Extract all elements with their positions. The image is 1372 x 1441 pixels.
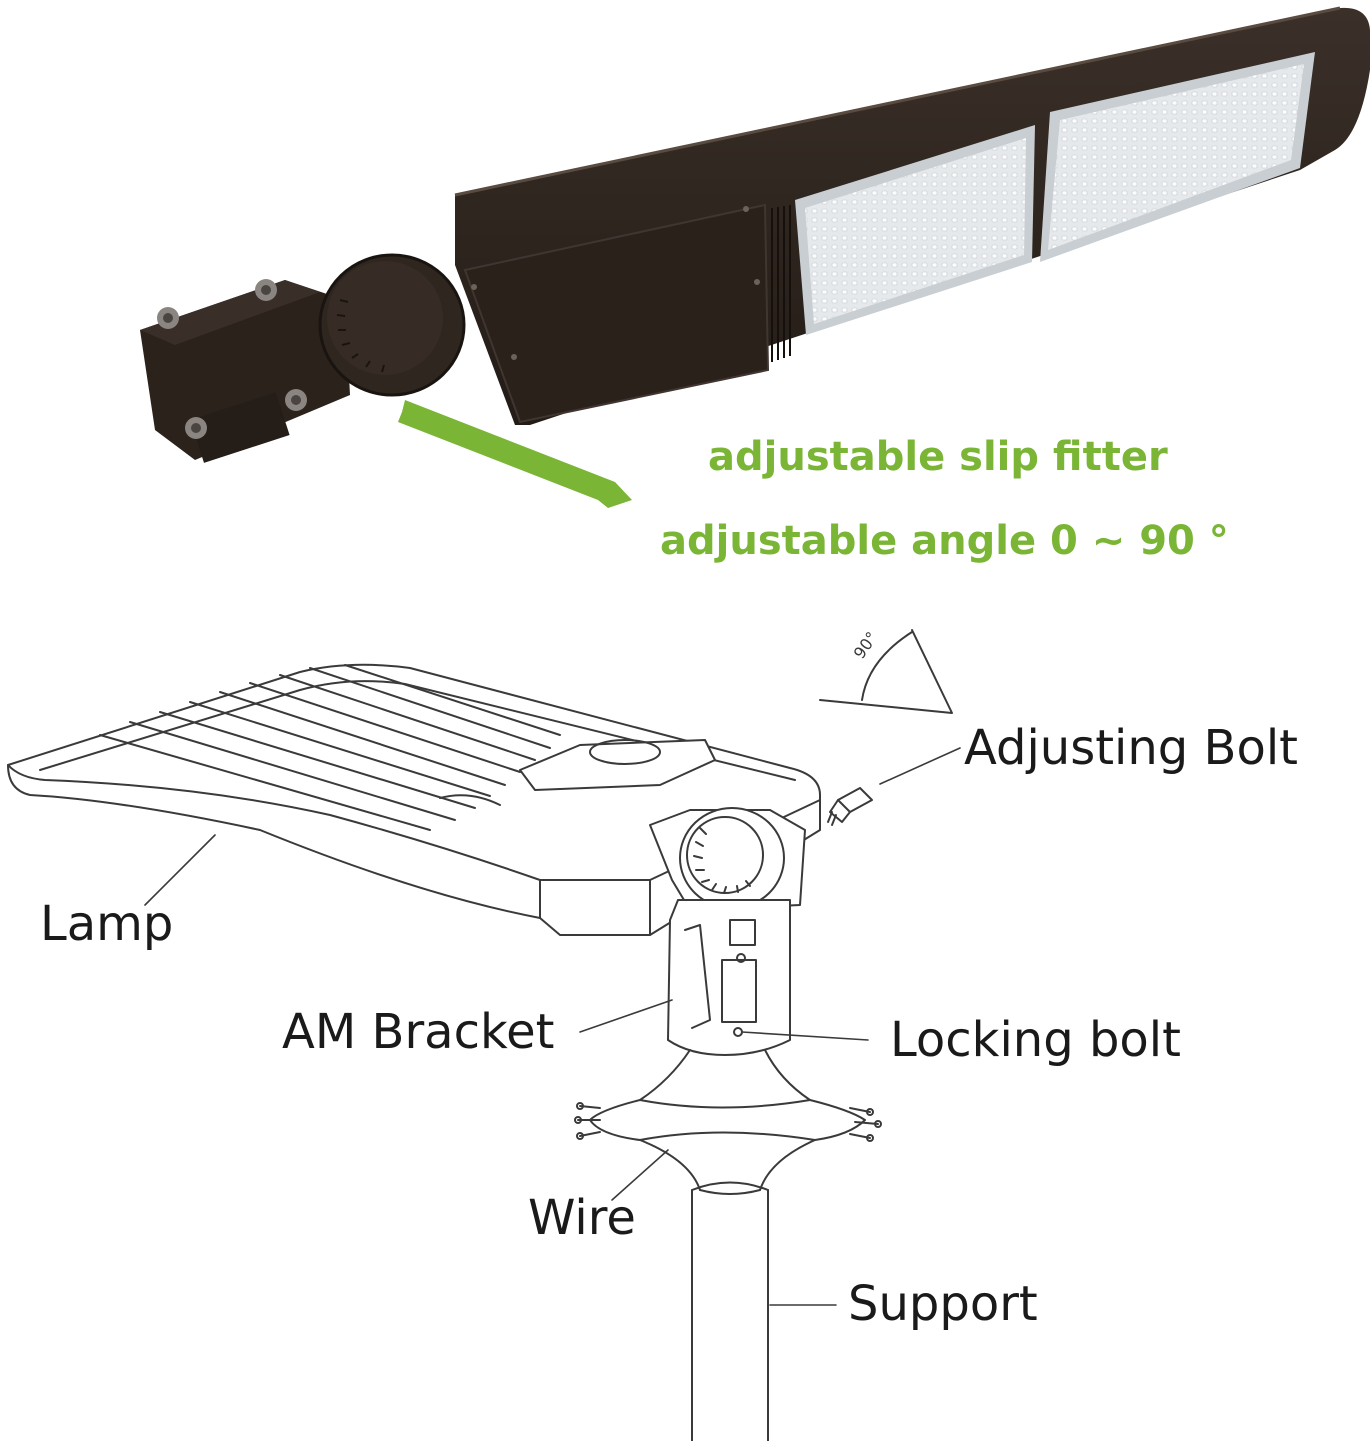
adjusting-bolt-drawing: [827, 787, 873, 826]
label-adjusting-bolt: Adjusting Bolt: [964, 720, 1298, 776]
fitter-bolt: [285, 389, 307, 411]
label-support: Support: [848, 1276, 1038, 1332]
wire-drawing: [574, 1049, 882, 1195]
leader-adjusting-bolt: [879, 747, 961, 785]
label-wire: Wire: [528, 1190, 636, 1246]
lamp-drawing: [7, 663, 821, 936]
led-module-left: [795, 125, 1035, 335]
driver-cover: [463, 203, 770, 424]
fitter-bolt: [255, 279, 277, 301]
bracket-drawing: [649, 807, 806, 1056]
leader-am-bracket: [579, 999, 673, 1033]
heat-fins: [771, 205, 791, 362]
leader-locking-bolt: [741, 1031, 869, 1041]
slip-fitter: [140, 253, 466, 463]
leader-lamp: [144, 834, 216, 906]
support-drawing: [691, 1181, 769, 1441]
callout-angle-range: adjustable angle 0 ~ 90 °: [660, 518, 1229, 564]
led-module-right: [1040, 52, 1315, 262]
label-am-bracket: AM Bracket: [282, 1004, 555, 1060]
fitter-bolt: [157, 307, 179, 329]
callout-slip-fitter: adjustable slip fitter: [708, 434, 1168, 480]
callout-arrow: [398, 400, 632, 508]
angle-indicator: [819, 629, 953, 714]
label-lamp: Lamp: [40, 896, 174, 952]
angle-label: 90°: [850, 628, 882, 662]
label-locking-bolt: Locking bolt: [890, 1012, 1181, 1068]
lamp-photo: [140, 6, 1370, 508]
fitter-bolt: [185, 417, 207, 439]
